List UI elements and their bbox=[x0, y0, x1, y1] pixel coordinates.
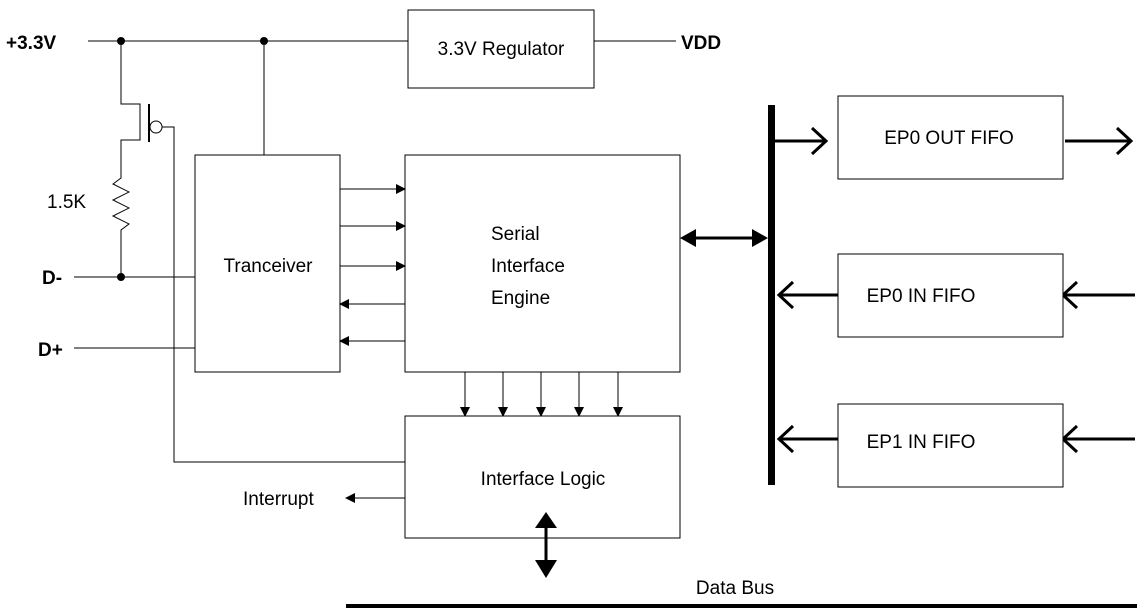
power-rail bbox=[88, 37, 408, 155]
vcc-label: +3.3V bbox=[6, 33, 57, 54]
pullup-switch bbox=[120, 41, 405, 463]
sie-bus-arrow bbox=[680, 229, 768, 247]
data-bus-label: Data Bus bbox=[696, 578, 774, 599]
sie-label-line3: Engine bbox=[491, 288, 550, 309]
ep0-out-label: EP0 OUT FIFO bbox=[884, 128, 1014, 149]
sie-logic-arrows bbox=[460, 372, 623, 417]
regulator-label: 3.3V Regulator bbox=[438, 39, 565, 60]
ep0-in-label: EP0 IN FIFO bbox=[867, 286, 976, 307]
xcvr-sie-arrows bbox=[339, 184, 406, 346]
pullup-resistor bbox=[111, 172, 131, 277]
sie-label-line2: Interface bbox=[491, 256, 565, 277]
logic-bus-arrow bbox=[535, 512, 557, 578]
vdd-label: VDD bbox=[681, 33, 721, 54]
regulator-block bbox=[407, 9, 595, 89]
ep1-in-label: EP1 IN FIFO bbox=[867, 432, 976, 453]
dplus-label: D+ bbox=[38, 340, 63, 361]
transceiver-block bbox=[194, 154, 341, 373]
sie-block bbox=[404, 154, 681, 373]
ep0-out-arrows bbox=[775, 126, 1134, 156]
usb-data-lines bbox=[74, 273, 195, 349]
transceiver-label: Tranceiver bbox=[223, 256, 313, 277]
ep0-out-fifo-block bbox=[837, 95, 1064, 180]
internal-bus-bar bbox=[768, 105, 775, 485]
interrupt-label: Interrupt bbox=[243, 489, 314, 510]
ep0-in-fifo-block bbox=[837, 253, 1064, 338]
ep1-in-fifo-block bbox=[837, 403, 1064, 488]
sie-label-line1: Serial bbox=[491, 224, 540, 245]
interface-logic-label: Interface Logic bbox=[481, 469, 606, 490]
resistor-label: 1.5K bbox=[47, 192, 86, 213]
dminus-label: D- bbox=[42, 268, 62, 289]
